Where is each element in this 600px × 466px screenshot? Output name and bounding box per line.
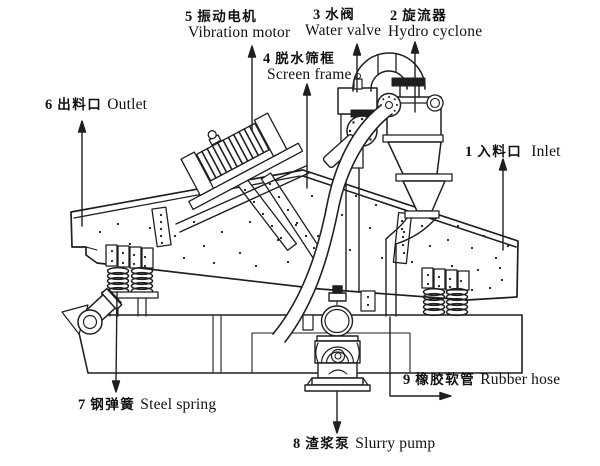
slurry-pump-drawing bbox=[302, 285, 371, 392]
label-rubber-hose: 9 橡胶软管 Rubber hose bbox=[403, 372, 560, 388]
label-chinese: 入料口 bbox=[477, 144, 523, 159]
label-number: 4 bbox=[263, 51, 271, 67]
label-chinese: 振动电机 bbox=[197, 9, 258, 24]
label-outlet: 6 出料口 Outlet bbox=[45, 97, 147, 113]
label-number: 1 bbox=[465, 144, 473, 160]
label-english: Hydro cyclone bbox=[388, 23, 483, 40]
label-inlet: 1 入料口 Inlet bbox=[465, 144, 561, 160]
base-tank bbox=[74, 314, 523, 374]
leader-steel-spring bbox=[111, 291, 121, 393]
rubber-hose-drawing bbox=[272, 105, 393, 343]
label-english: Inlet bbox=[531, 143, 561, 160]
label-number: 5 bbox=[185, 9, 193, 25]
pump-discharge-pipe bbox=[345, 167, 360, 292]
leader-arrows bbox=[77, 41, 508, 434]
label-english: Rubber hose bbox=[480, 371, 561, 388]
pipe-flange-bar bbox=[391, 77, 426, 87]
label-chinese: 钢弹簧 bbox=[90, 397, 136, 412]
leader-outlet bbox=[77, 120, 87, 227]
label-english: Outlet bbox=[107, 96, 148, 113]
leader-screen-frame bbox=[302, 83, 312, 189]
label-chinese: 脱水筛框 bbox=[275, 51, 336, 66]
label-number: 8 bbox=[293, 436, 301, 452]
deck-dots bbox=[98, 176, 510, 292]
label-number: 3 bbox=[313, 7, 321, 23]
label-chinese: 渣浆泵 bbox=[305, 436, 351, 451]
lifting-eye bbox=[207, 130, 217, 140]
leader-inlet bbox=[498, 158, 508, 251]
label-english: Steel spring bbox=[140, 396, 217, 413]
label-english: Slurry pump bbox=[355, 435, 436, 452]
leader-slurry-pump bbox=[332, 391, 342, 434]
label-chinese: 出料口 bbox=[57, 97, 103, 112]
leader-rubber-hose bbox=[389, 316, 452, 401]
label-english: Screen frame bbox=[267, 66, 352, 83]
label-chinese: 橡胶软管 bbox=[415, 372, 476, 387]
label-hydro-cyclone: 2 旋流器 Hydro cyclone bbox=[388, 8, 482, 39]
vibration-motor-drawing bbox=[175, 112, 310, 233]
cyclone-underflow-pipe bbox=[385, 238, 397, 317]
label-english: Water valve bbox=[305, 22, 382, 39]
label-chinese: 水阀 bbox=[325, 7, 356, 22]
label-screen-frame: 4 脱水筛框 Screen frame bbox=[263, 51, 352, 82]
steel-spring-right-assembly bbox=[421, 267, 470, 317]
label-vibration-motor: 5 振动电机 Vibration motor bbox=[185, 9, 290, 40]
label-number: 7 bbox=[78, 397, 86, 413]
leader-vibration-motor bbox=[247, 45, 257, 132]
label-number: 6 bbox=[45, 97, 53, 113]
screen-frame-body bbox=[70, 166, 519, 301]
label-number: 2 bbox=[390, 8, 398, 24]
label-steel-spring: 7 钢弹簧 Steel spring bbox=[78, 397, 216, 413]
label-chinese: 旋流器 bbox=[402, 8, 448, 23]
overhead-pipe bbox=[352, 52, 426, 92]
leader-water-valve bbox=[352, 43, 362, 93]
label-water-valve: 3 水阀 Water valve bbox=[305, 7, 381, 38]
leader-hydro-cyclone bbox=[410, 41, 420, 113]
label-number: 9 bbox=[403, 372, 411, 388]
label-english: Vibration motor bbox=[188, 24, 291, 41]
label-slurry-pump: 8 渣浆泵 Slurry pump bbox=[293, 436, 435, 452]
deck-plate-left bbox=[151, 206, 172, 248]
